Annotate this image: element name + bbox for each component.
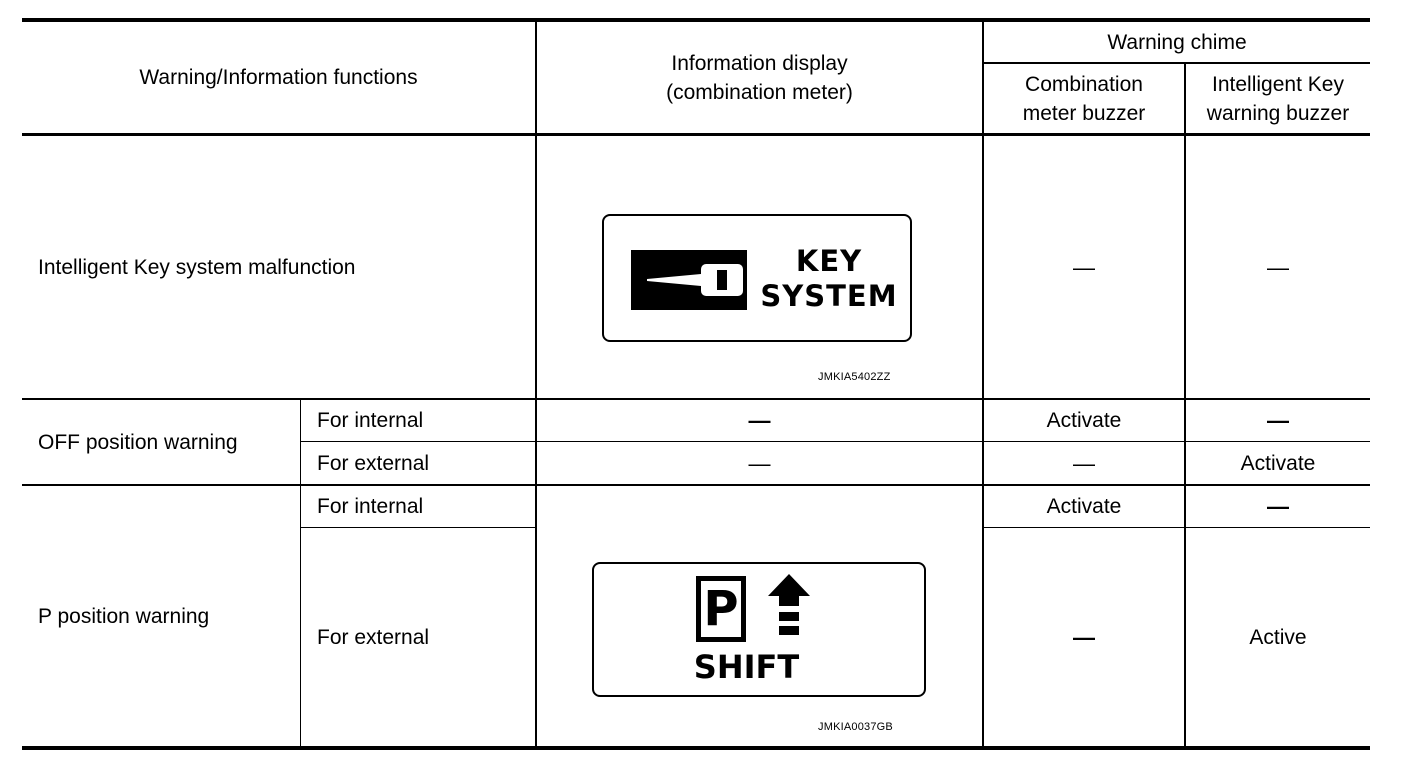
off-external-display: —	[748, 450, 771, 476]
shift-arrow-icon	[768, 574, 810, 635]
row-subdivider	[300, 441, 1370, 442]
column-divider	[982, 18, 984, 748]
header-combination-line2: meter buzzer	[1022, 101, 1146, 125]
header-subdivider	[982, 62, 1370, 64]
column-divider	[300, 398, 301, 748]
header-info-line2: (combination meter)	[666, 80, 853, 104]
row-off-position-label: OFF position warning	[38, 430, 238, 454]
off-internal-sub: For internal	[317, 409, 424, 432]
off-external-combination: —	[1073, 450, 1095, 476]
column-divider	[535, 18, 537, 748]
key-system-line1: KEY	[795, 244, 863, 278]
warning-function-table: Warning/Information functions Informatio…	[22, 18, 1370, 751]
row-subdivider	[300, 527, 536, 528]
key-system-text: KEY SYSTEM	[754, 244, 904, 314]
shift-display: P SHIFT	[592, 562, 926, 697]
p-letter-box: P	[696, 576, 746, 642]
header-warning-chime: Warning chime	[984, 22, 1370, 62]
row-divider	[22, 398, 1370, 400]
row-divider	[22, 484, 1370, 486]
key-system-line2: SYSTEM	[760, 279, 898, 313]
p-internal-intelligent: —	[1267, 494, 1289, 519]
key-malfunction-combination: —	[1073, 254, 1095, 280]
table-top-border	[22, 18, 1370, 22]
shift-image-code: JMKIA0037GB	[818, 721, 893, 733]
header-info-line1: Information display	[671, 51, 848, 75]
header-intelligent-line1: Intelligent Key	[1212, 72, 1344, 96]
row-key-malfunction-label: Intelligent Key system malfunction	[38, 255, 356, 279]
p-internal-sub: For internal	[317, 495, 424, 518]
key-system-image-code: JMKIA5402ZZ	[818, 371, 891, 383]
off-external-intelligent: Activate	[1240, 451, 1316, 475]
key-malfunction-intelligent: —	[1267, 254, 1289, 280]
off-internal-intelligent: —	[1267, 408, 1289, 433]
p-external-combination: —	[1073, 624, 1095, 650]
off-internal-display: —	[748, 408, 771, 433]
key-system-display: KEY SYSTEM	[602, 214, 912, 342]
table-bottom-border	[22, 746, 1370, 750]
column-divider	[1184, 62, 1186, 748]
off-internal-combination: Activate	[1046, 409, 1122, 432]
off-external-sub: For external	[317, 451, 430, 475]
header-intelligent-line2: warning buzzer	[1206, 101, 1350, 125]
header-info-display: Information display (combination meter)	[537, 22, 982, 133]
key-icon	[631, 250, 747, 310]
row-p-position-label: P position warning	[38, 604, 210, 628]
header-intelligent-buzzer: Intelligent Key warning buzzer	[1186, 64, 1370, 133]
p-external-intelligent: Active	[1249, 625, 1307, 649]
p-external-sub: For external	[317, 625, 430, 649]
shift-text: SHIFT	[693, 648, 800, 686]
header-warning-chime-text: Warning chime	[1107, 30, 1247, 54]
header-functions-text: Warning/Information functions	[139, 66, 418, 89]
header-combination-buzzer: Combination meter buzzer	[984, 64, 1184, 133]
header-bottom-border	[22, 133, 1370, 136]
row-subdivider	[982, 527, 1370, 528]
header-combination-line1: Combination	[1025, 72, 1143, 96]
p-internal-combination: Activate	[1046, 495, 1122, 518]
header-functions: Warning/Information functions	[22, 22, 535, 133]
p-letter: P	[703, 581, 739, 637]
